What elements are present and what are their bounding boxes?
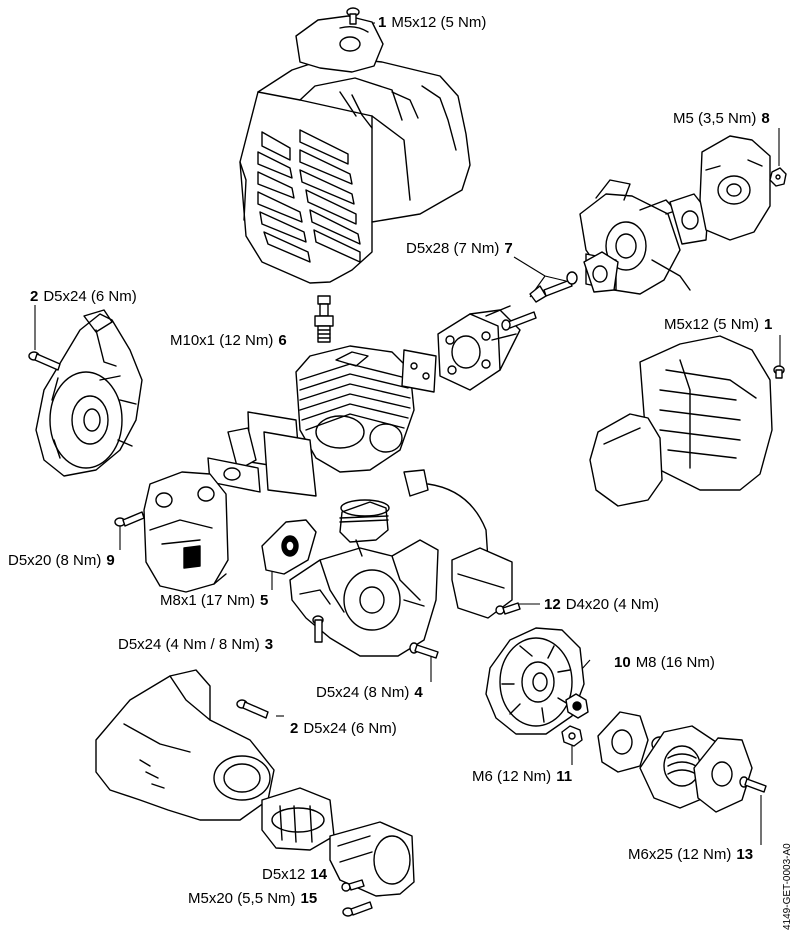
callout-number: 2 — [30, 288, 39, 305]
decompression-valve — [261, 519, 317, 575]
callout-number: 1 — [764, 316, 773, 333]
screw-3 — [312, 615, 324, 643]
callout-3: D5x24 (4 Nm / 8 Nm)3 — [118, 636, 273, 654]
callout-spec: D5x24 (6 Nm) — [303, 720, 397, 737]
callout-spec: M5x12 (5 Nm) — [391, 14, 487, 31]
clutch-drum — [261, 787, 335, 851]
callout-spec: D5x24 (4 Nm / 8 Nm) — [118, 636, 260, 653]
callout-number: 15 — [300, 890, 318, 907]
piston — [339, 499, 390, 543]
callout-spec: M5 (3,5 Nm) — [673, 110, 757, 127]
spark-plug — [314, 295, 334, 343]
callout-5: M8x1 (17 Nm)5 — [160, 592, 268, 610]
screw-2-bottom — [236, 699, 269, 719]
callout-spec: M8 (16 Nm) — [635, 654, 715, 671]
callout-spec: M6 (12 Nm) — [472, 768, 552, 785]
callout-spec: M5x20 (5,5 Nm) — [188, 890, 296, 907]
callout-spec: M10x1 (12 Nm) — [170, 332, 274, 349]
callout-number: 3 — [264, 636, 274, 653]
callout-number: 9 — [106, 552, 115, 569]
callout-number: 12 — [544, 596, 561, 613]
air-filter-element — [589, 413, 663, 507]
screws-7 — [501, 271, 578, 331]
callout-spec: D5x28 (7 Nm) — [406, 240, 500, 257]
callout-number: 1 — [378, 14, 387, 31]
screw-2-left — [28, 351, 61, 371]
callout-number: 7 — [504, 240, 513, 257]
screws-14-15 — [341, 879, 373, 917]
screw-1-right — [773, 365, 785, 379]
clutch-plate-1 — [597, 711, 649, 773]
muffler — [143, 471, 229, 593]
starter-housing — [35, 309, 143, 477]
callout-spec: D5x20 (8 Nm) — [8, 552, 102, 569]
nut-10 — [565, 693, 589, 719]
callout-9: D5x20 (8 Nm)9 — [8, 552, 115, 570]
screw-13 — [739, 776, 767, 793]
callout-7: D5x28 (7 Nm)7 — [406, 240, 513, 258]
air-filter-housing — [639, 335, 773, 491]
fan-housing — [95, 669, 275, 821]
callout-number: 6 — [278, 332, 287, 349]
clamp-sleeve — [329, 821, 415, 897]
ignition-module — [403, 469, 513, 619]
callout-13: M6x25 (12 Nm)13 — [628, 846, 753, 864]
nut-8 — [769, 167, 787, 187]
callout-number: 10 — [614, 654, 631, 671]
callout-number: 14 — [310, 866, 328, 883]
carb-gaskets — [583, 193, 709, 293]
callout-number: 8 — [761, 110, 770, 127]
document-id: 4149-GET-0003-A0 — [782, 843, 793, 930]
flywheel — [485, 627, 585, 735]
intake-flange — [437, 305, 521, 391]
gasket-plates — [207, 349, 437, 497]
top-cover — [239, 15, 471, 284]
screw-9 — [114, 511, 145, 527]
callout-number: 13 — [736, 846, 754, 863]
callout-spec: D5x24 (8 Nm) — [316, 684, 410, 701]
callout-spec: M8x1 (17 Nm) — [160, 592, 256, 609]
callout-spec: M5x12 (5 Nm) — [664, 316, 760, 333]
clutch-plate-2 — [693, 737, 753, 813]
callout-number: 2 — [290, 720, 299, 737]
callout-6: M10x1 (12 Nm)6 — [170, 332, 287, 350]
callout-number: 5 — [260, 592, 269, 609]
nut-11 — [561, 725, 583, 747]
crankcase — [289, 539, 439, 657]
screw-12 — [495, 602, 521, 615]
callout-number: 11 — [556, 768, 573, 785]
callout-number: 4 — [414, 684, 423, 701]
screw-1-top — [346, 7, 360, 25]
callout-15: M5x20 (5,5 Nm)15 — [188, 890, 317, 908]
air-filter-cover — [699, 135, 771, 241]
callout-spec: D4x20 (4 Nm) — [565, 596, 660, 613]
callout-spec: D5x24 (6 Nm) — [43, 288, 137, 305]
callout-4: D5x24 (8 Nm)4 — [316, 684, 423, 702]
callout-spec: D5x12 — [262, 866, 306, 883]
callout-1-right: M5x12 (5 Nm)1 — [664, 316, 772, 334]
cylinder — [295, 345, 415, 473]
callout-8: M5 (3,5 Nm)8 — [673, 110, 770, 128]
callout-spec: M6x25 (12 Nm) — [628, 846, 732, 863]
screw-4 — [409, 642, 439, 659]
callout-11: M6 (12 Nm)11 — [472, 768, 572, 786]
